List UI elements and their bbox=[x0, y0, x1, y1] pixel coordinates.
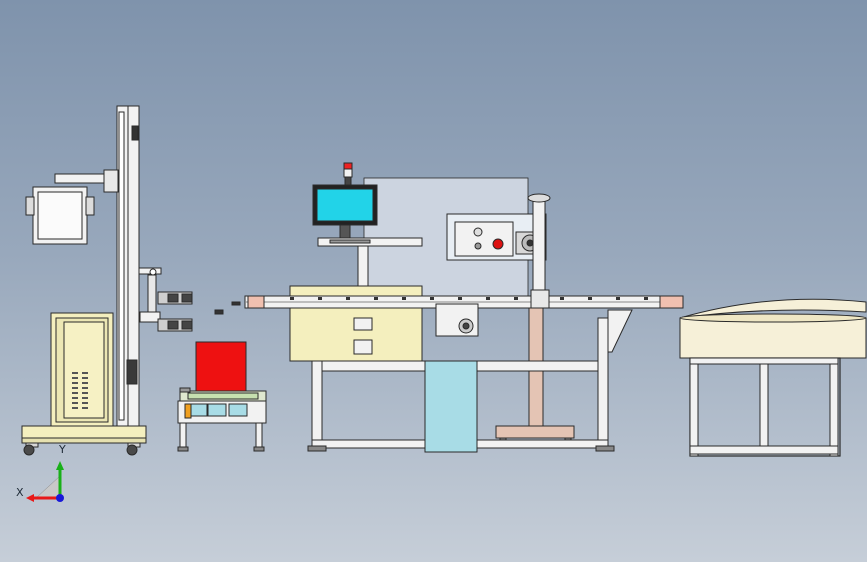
handwheel-icon bbox=[527, 193, 551, 203]
conveyor-lugs bbox=[290, 297, 648, 300]
emergency-stop-icon bbox=[492, 238, 504, 250]
gripper-assembly bbox=[138, 267, 193, 332]
turntable-drum bbox=[679, 317, 867, 359]
rotary-turntable[interactable] bbox=[679, 298, 867, 457]
blue-panel bbox=[424, 360, 478, 453]
drive-gearbox bbox=[435, 303, 479, 337]
caster-wheels bbox=[23, 442, 141, 456]
axis-triad bbox=[26, 461, 64, 502]
robot-lift-column[interactable] bbox=[21, 105, 193, 456]
axis-x-label: X bbox=[16, 486, 24, 499]
red-panel bbox=[195, 341, 247, 395]
main-conveyor-machine[interactable] bbox=[214, 162, 684, 453]
cart-station[interactable] bbox=[177, 341, 267, 452]
adjustment-pole bbox=[532, 197, 546, 297]
discharge-chute bbox=[607, 309, 633, 353]
monitor-screen bbox=[316, 188, 374, 222]
z-axis-dot-icon bbox=[56, 494, 64, 502]
turntable-top bbox=[679, 298, 867, 319]
status-light-icon bbox=[343, 162, 353, 186]
cabinet-vent-slots bbox=[72, 372, 88, 409]
column-base-plate bbox=[21, 425, 147, 439]
axis-y-label: Y bbox=[59, 443, 66, 456]
